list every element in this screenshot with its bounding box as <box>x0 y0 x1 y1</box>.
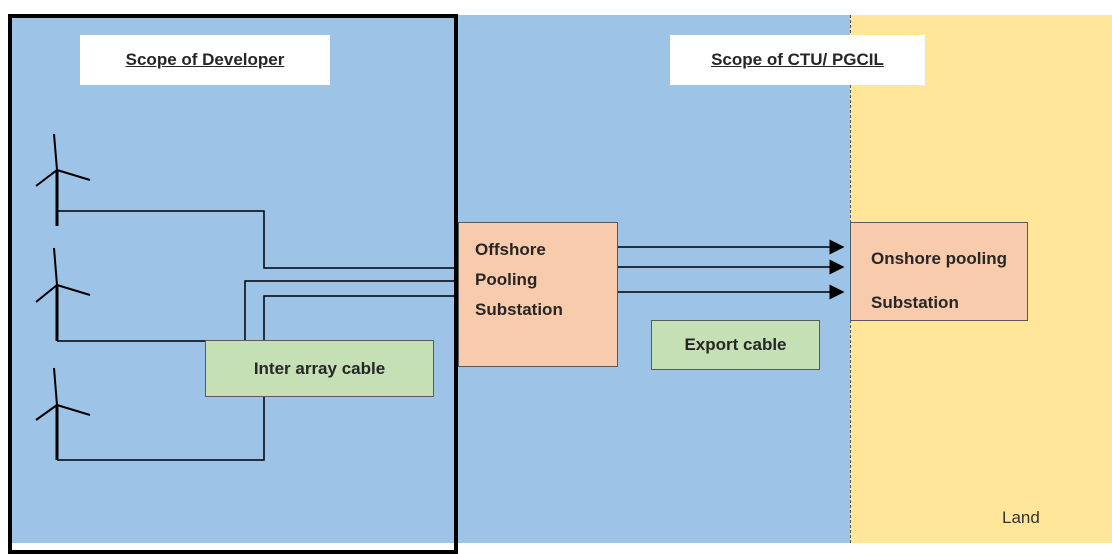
offshore-substation-line3: Substation <box>475 300 563 319</box>
wind-turbine-icon <box>35 247 91 341</box>
export-cable-label: Export cable <box>651 320 820 370</box>
onshore-pooling-substation: Onshore pooling Substation <box>850 222 1028 321</box>
wind-turbine-icon <box>35 133 91 226</box>
offshore-substation-line1: Offshore <box>475 240 546 259</box>
onshore-substation-line1: Onshore pooling <box>871 249 1007 268</box>
inter-array-cables <box>57 210 458 461</box>
ctu-scope-label: Scope of CTU/ PGCIL <box>670 35 925 85</box>
export-cables <box>617 239 845 300</box>
land-label: Land <box>1002 508 1040 527</box>
inter-array-cable-label: Inter array cable <box>205 340 434 397</box>
developer-scope-label: Scope of Developer <box>80 35 330 85</box>
onshore-substation-line2: Substation <box>871 293 959 312</box>
wind-turbine-icon <box>35 367 91 460</box>
offshore-pooling-substation: Offshore Pooling Substation <box>458 222 618 367</box>
sea-zone <box>8 15 850 543</box>
offshore-substation-line2: Pooling <box>475 270 538 289</box>
